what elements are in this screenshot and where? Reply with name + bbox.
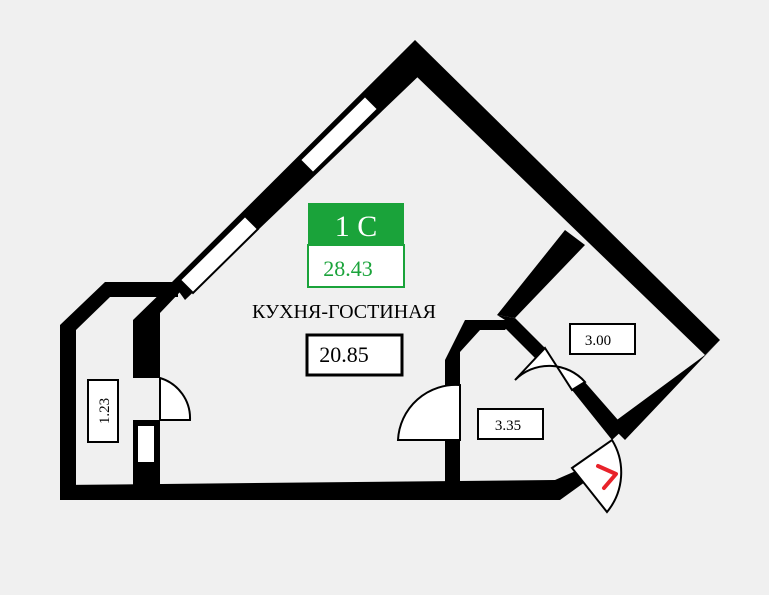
apartment-total-area: 28.43 <box>323 256 373 281</box>
windows <box>136 94 380 464</box>
room-name-living-kitchen: КУХНЯ-ГОСТИНАЯ <box>252 301 436 323</box>
wall-hall-bath <box>505 318 545 358</box>
room-area-bathroom-value: 3.00 <box>585 333 611 349</box>
door-entrance <box>570 438 623 514</box>
entrance-arrow-icon <box>596 464 618 490</box>
badge-area-box <box>307 244 405 288</box>
room-area-living-kitchen: 20.85 <box>305 333 404 377</box>
wall-balcony-left <box>60 325 76 500</box>
wall-inner-diagonal <box>497 230 585 318</box>
apartment-badge: 1 С 28.43 <box>307 203 405 288</box>
window-upper <box>298 94 380 175</box>
wall-inner-horizontal <box>445 315 515 385</box>
wall-hall-room <box>445 440 460 485</box>
wall-balcony-divider-upper <box>133 282 180 378</box>
room-area-hallway-value: 3.35 <box>495 418 521 434</box>
window-balcony <box>136 424 156 464</box>
door-balcony <box>159 376 192 421</box>
wall-diagonal-right <box>415 40 720 355</box>
room-area-balcony: 1.23 <box>87 379 119 443</box>
wall-balcony-top <box>60 282 178 330</box>
doors <box>159 346 623 514</box>
room-area-hallway: 3.35 <box>477 408 544 440</box>
room-area-bathroom: 3.00 <box>569 323 636 355</box>
badge-type-box <box>308 203 404 245</box>
door-bathroom <box>514 346 587 392</box>
room-area-balcony-value: 1.23 <box>97 398 113 424</box>
apartment-type-label: 1 С <box>335 210 378 243</box>
wall-bottom <box>60 470 585 500</box>
window-lower <box>178 214 260 295</box>
wall-bathroom-bottom <box>610 340 720 440</box>
wall-bath-lower <box>572 380 625 440</box>
room-area-living-kitchen-value: 20.85 <box>319 342 369 367</box>
door-hallway <box>396 383 461 441</box>
